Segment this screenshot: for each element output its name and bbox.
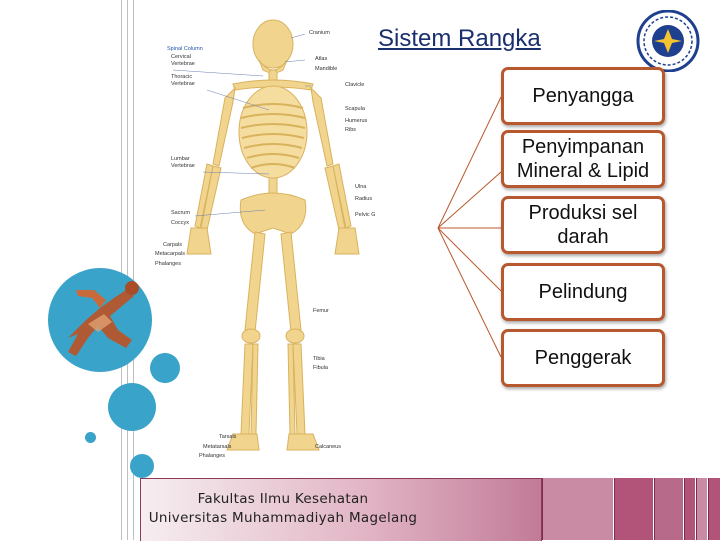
svg-text:Femur: Femur (313, 308, 329, 314)
decor-circle (130, 454, 154, 478)
skeleton-diagram: Spinal Column Cervical Vertebrae Thoraci… (155, 19, 375, 459)
function-box-produksi: Produksi sel darah (501, 196, 665, 254)
svg-text:Tibia: Tibia (313, 356, 326, 362)
decor-line (133, 0, 134, 540)
decor-line (127, 0, 128, 540)
svg-text:Scapula: Scapula (345, 106, 366, 112)
function-box-penyimpanan: Penyimpanan Mineral & Lipid (501, 130, 665, 188)
svg-text:Thoracic: Thoracic (171, 74, 192, 80)
function-box-penggerak: Penggerak (501, 329, 665, 387)
svg-text:Carpals: Carpals (163, 242, 182, 248)
svg-text:Mandible: Mandible (315, 66, 337, 72)
svg-text:Clavicle: Clavicle (345, 82, 364, 88)
svg-text:Ribs: Ribs (345, 127, 356, 133)
svg-text:Atlas: Atlas (315, 56, 327, 62)
svg-text:Calcaneus: Calcaneus (315, 444, 341, 450)
footer-banner: Fakultas Ilmu Kesehatan Universitas Muha… (140, 478, 542, 541)
footer-university: Universitas Muhammadiyah Magelang (148, 510, 418, 526)
svg-text:Phalanges: Phalanges (199, 453, 225, 459)
decor-circle (108, 383, 156, 431)
decor-circle (150, 353, 180, 383)
svg-text:Spinal Column: Spinal Column (167, 46, 203, 52)
svg-text:Humerus: Humerus (345, 118, 368, 124)
svg-text:Fibula: Fibula (313, 365, 329, 371)
svg-text:Radius: Radius (355, 196, 372, 202)
footer-block (614, 478, 653, 540)
function-box-penyangga: Penyangga (501, 67, 665, 125)
svg-text:Cervical: Cervical (171, 54, 191, 60)
connector-lines (437, 96, 502, 358)
svg-text:Vertebrae: Vertebrae (171, 163, 195, 169)
runner-anatomy-image (48, 268, 152, 372)
svg-text:Vertebrae: Vertebrae (171, 61, 195, 67)
svg-text:Sacrum: Sacrum (171, 210, 190, 216)
university-seal-icon (636, 10, 700, 72)
svg-text:Vertebrae: Vertebrae (171, 81, 195, 87)
svg-text:Cranium: Cranium (309, 30, 330, 36)
function-box-pelindung: Pelindung (501, 263, 665, 321)
footer-faculty: Fakultas Ilmu Kesehatan (197, 491, 369, 507)
svg-text:Coccyx: Coccyx (171, 220, 189, 226)
svg-text:Tarsals: Tarsals (219, 434, 237, 440)
decor-circle (85, 432, 96, 443)
footer-block (542, 478, 613, 540)
footer-block (696, 478, 707, 540)
footer-block (684, 478, 695, 540)
decor-line (121, 0, 122, 540)
footer-block (654, 478, 683, 540)
svg-text:Phalanges: Phalanges (155, 261, 181, 267)
svg-text:Lumbar: Lumbar (171, 156, 190, 162)
footer-block (708, 478, 720, 540)
slide-title: Sistem Rangka (378, 25, 541, 52)
svg-text:Metacarpals: Metacarpals (155, 251, 185, 257)
svg-text:Metatarsals: Metatarsals (203, 444, 232, 450)
svg-text:Pelvic Girdle: Pelvic Girdle (355, 212, 375, 218)
svg-text:Ulna: Ulna (355, 184, 367, 190)
